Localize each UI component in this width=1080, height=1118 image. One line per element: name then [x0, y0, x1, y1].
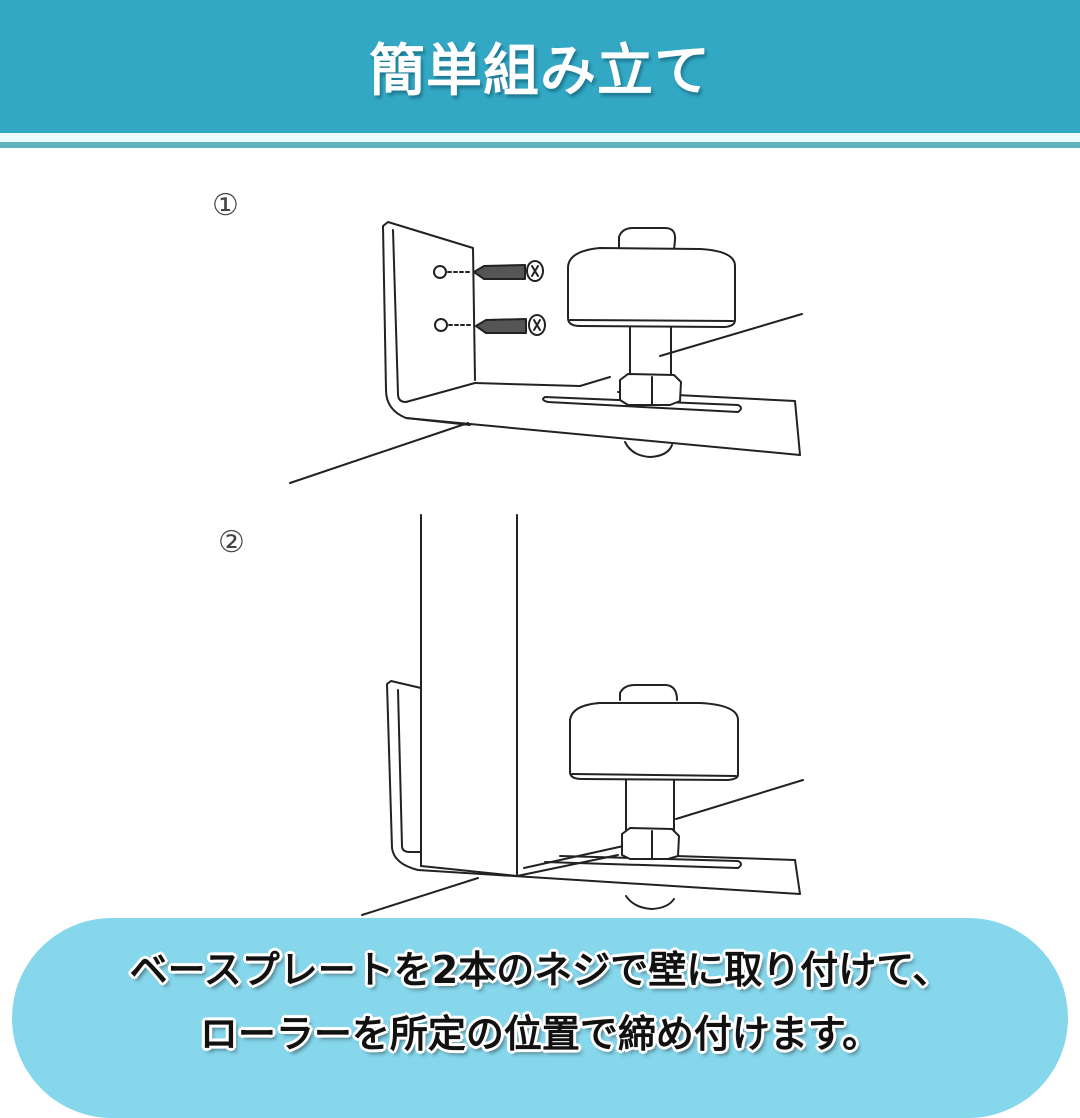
roller-wheel-2 [569, 684, 739, 910]
l-bracket-2 [386, 680, 801, 895]
caption-text: ベースプレートを2本のネジで壁に取り付けて、 ローラーを所定の位置で締め付けます… [12, 938, 1068, 1066]
step-2-illustration [361, 514, 804, 916]
step-1-illustration [289, 221, 803, 484]
header-divider-teal [0, 142, 1080, 148]
page-title: 簡単組み立て [369, 39, 711, 104]
step-2-number: ② [218, 525, 245, 560]
screw-holes-1 [433, 265, 474, 332]
screw-icon [473, 260, 546, 336]
caption-line-1: ベースプレートを2本のネジで壁に取り付けて、 [129, 948, 951, 992]
l-bracket-1 [382, 221, 801, 456]
header-divider-light [0, 133, 1080, 142]
door-panel [420, 514, 518, 877]
roller-wheel-1 [567, 227, 736, 458]
header-banner [0, 0, 1080, 133]
caption-line-2: ローラーを所定の位置で締め付けます。 [199, 1012, 881, 1056]
floor-wall-line-1 [289, 313, 803, 484]
floor-wall-line-2 [361, 779, 804, 916]
step-1-number: ① [212, 188, 239, 223]
